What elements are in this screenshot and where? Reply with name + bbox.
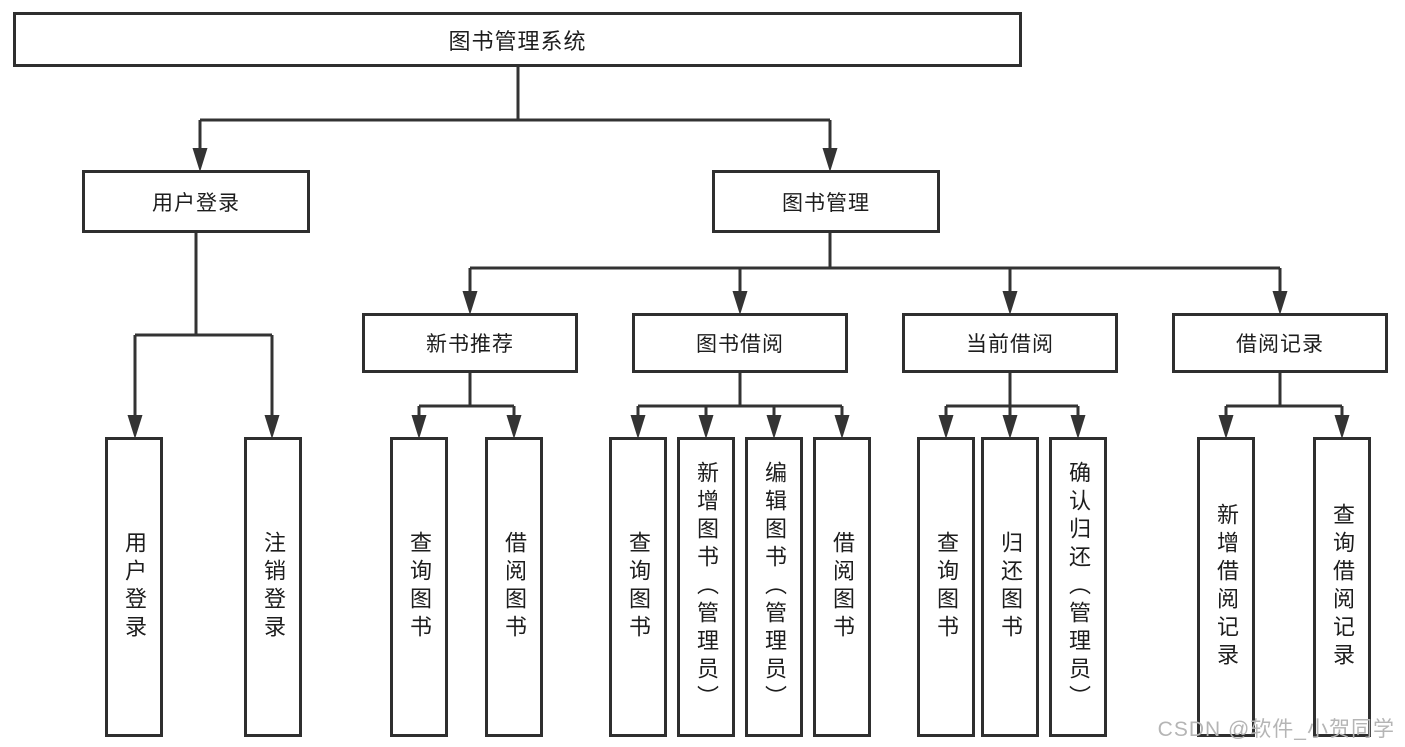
node-current-borrowing: 当前借阅 [902,313,1118,373]
leaf-edit-book-admin: 编辑图书（管理员） [745,437,803,737]
arrowheads [127,148,1350,439]
connector-lines [133,67,1344,421]
leaf-user-login: 用户登录 [105,437,163,737]
leaf-return-books: 归还图书 [981,437,1039,737]
leaf-confirm-return-admin: 确认归还（管理员） [1049,437,1107,737]
leaf-borrow-books-borrowing: 借阅图书 [813,437,871,737]
node-book-borrowing: 图书借阅 [632,313,848,373]
leaf-borrow-books-recommend: 借阅图书 [485,437,543,737]
leaf-add-book-admin: 新增图书（管理员） [677,437,735,737]
leaf-query-borrow-record: 查询借阅记录 [1313,437,1371,737]
leaf-query-books-borrowing: 查询图书 [609,437,667,737]
node-book-management: 图书管理 [712,170,940,233]
node-new-book-recommendation: 新书推荐 [362,313,578,373]
node-user-login: 用户登录 [82,170,310,233]
leaf-logout: 注销登录 [244,437,302,737]
leaf-add-borrow-record: 新增借阅记录 [1197,437,1255,737]
csdn-watermark: CSDN @软件_小贺同学 [1157,718,1395,741]
node-borrowing-records: 借阅记录 [1172,313,1388,373]
node-root: 图书管理系统 [13,12,1022,67]
leaf-query-books-current: 查询图书 [917,437,975,737]
leaf-query-books-recommend: 查询图书 [390,437,448,737]
